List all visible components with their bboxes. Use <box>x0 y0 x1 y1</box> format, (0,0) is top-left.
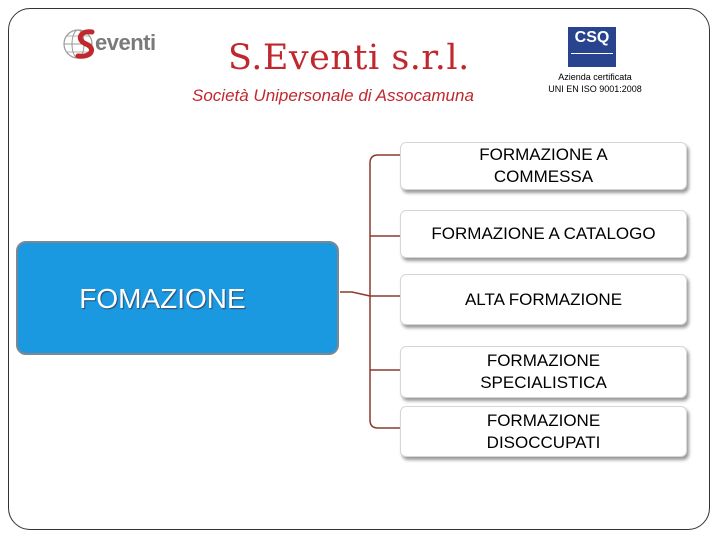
slide-frame <box>8 8 710 530</box>
branch-label: FORMAZIONE SPECIALISTICA <box>480 351 607 392</box>
company-subtitle: Società Unipersonale di Assocamuna <box>192 86 474 105</box>
cert-text-line1: Azienda certificata <box>558 72 632 82</box>
connector-root <box>340 291 371 297</box>
branch-alta-formazione: ALTA FORMAZIONE <box>400 274 687 325</box>
root-node-label: FOMAZIONE <box>79 283 246 314</box>
cert-text-line2: UNI EN ISO 9001:2008 <box>548 84 642 94</box>
branch-label: ALTA FORMAZIONE <box>464 289 623 309</box>
connector-trunk <box>369 154 400 429</box>
company-title: S.Eventi s.r.l. <box>228 38 470 78</box>
logo-text: eventi <box>95 30 156 55</box>
branch-formazione-catalogo: FORMAZIONE A CATALOGO <box>400 210 687 258</box>
branch-label: FORMAZIONE A COMMESSA <box>479 145 608 186</box>
branch-formazione-commessa: FORMAZIONE A COMMESSA <box>400 142 687 190</box>
branch-label: FORMAZIONE DISOCCUPATI <box>486 410 601 452</box>
csq-logo-rule <box>571 53 613 64</box>
s-swoosh-icon <box>75 29 95 59</box>
csq-cert-logo: CSQ <box>568 27 616 67</box>
csq-logo-text: CSQ <box>574 29 610 46</box>
branch-formazione-disoccupati: FORMAZIONE DISOCCUPATI <box>400 406 687 457</box>
branch-label: FORMAZIONE A CATALOGO <box>431 224 656 243</box>
seventi-logo <box>63 29 95 59</box>
branch-formazione-specialistica: FORMAZIONE SPECIALISTICA <box>400 346 687 398</box>
root-node-formazione: FOMAZIONE <box>16 241 339 355</box>
